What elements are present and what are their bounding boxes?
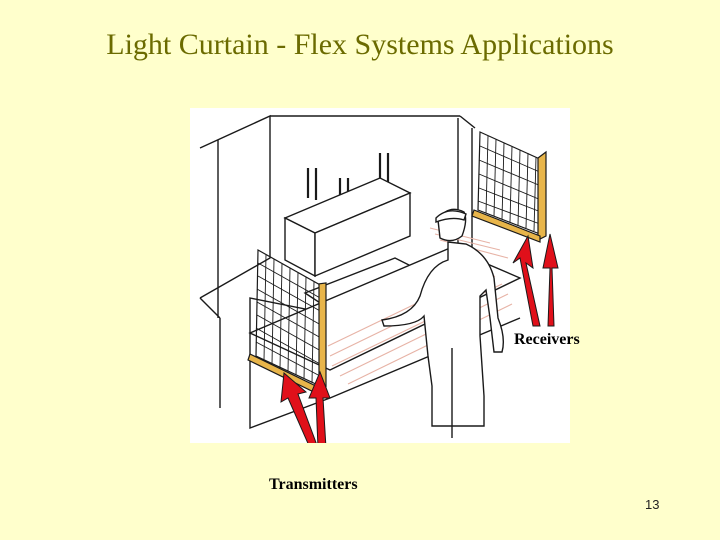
slide-title: Light Curtain - Flex Systems Application… xyxy=(106,28,614,61)
press-illustration xyxy=(190,108,570,449)
operator-figure xyxy=(381,208,505,438)
receiver-light-curtain xyxy=(471,131,547,243)
transmitters-label: Transmitters xyxy=(269,476,358,494)
receiver-arrows xyxy=(512,233,559,327)
receivers-label: Receivers xyxy=(514,331,580,348)
page-number: 13 xyxy=(645,497,660,512)
transmitter-arrows xyxy=(280,370,331,449)
